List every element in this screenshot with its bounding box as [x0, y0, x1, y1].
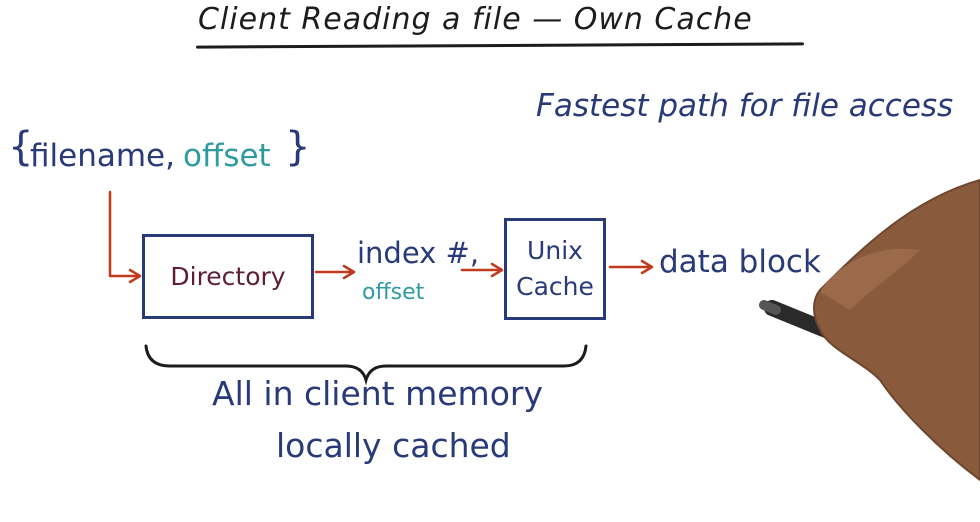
input-open-brace: {	[8, 124, 34, 170]
arrow-input-to-directory	[108, 190, 140, 278]
arrow-directory-head	[342, 264, 356, 280]
pen-tip	[759, 300, 781, 315]
summary-line-1: All in client memory	[212, 374, 543, 413]
diagram-title: Client Reading a file — Own Cache	[198, 2, 753, 37]
arrow-cache-head	[640, 259, 654, 275]
data-block-label: data block	[659, 244, 821, 280]
unix-cache-line2: Cache	[516, 272, 594, 301]
hand-shape	[813, 179, 980, 481]
memory-brace	[144, 344, 588, 386]
arrow-input-head	[128, 268, 142, 284]
input-offset: offset	[183, 138, 271, 174]
directory-box: Directory	[142, 234, 314, 319]
index-number-label: index #,	[357, 236, 480, 270]
index-offset-label: offset	[362, 280, 425, 305]
unix-cache-box: Unix Cache	[504, 218, 606, 320]
summary-line-2: locally cached	[276, 426, 511, 465]
thumb-shape	[820, 248, 920, 310]
arrow-index-head	[490, 262, 504, 278]
unix-cache-line1: Unix	[527, 236, 583, 265]
fastest-path-note: Fastest path for file access	[536, 88, 954, 124]
input-close-brace: }	[285, 124, 311, 170]
directory-label: Directory	[170, 262, 286, 291]
hand-with-pen	[759, 179, 980, 481]
input-filename: filename,	[30, 138, 175, 174]
